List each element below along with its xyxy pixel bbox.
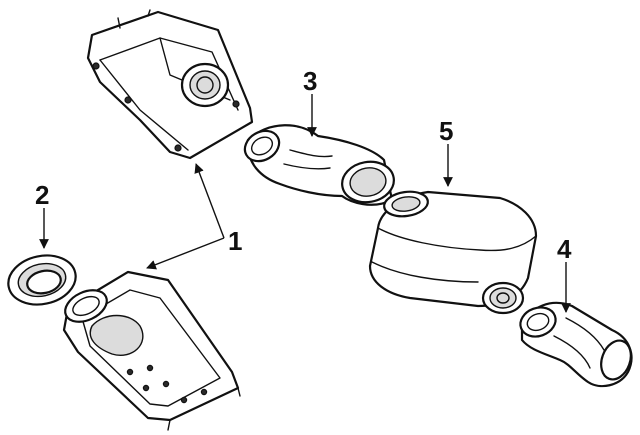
air-cleaner-upper-housing xyxy=(86,9,254,160)
intake-duct xyxy=(243,124,395,206)
callout-1: 1 xyxy=(228,226,242,256)
callout-2: 2 xyxy=(35,180,49,210)
callout-3: 3 xyxy=(303,66,317,96)
outlet-elbow xyxy=(519,301,633,388)
leader-lines xyxy=(39,94,571,313)
filter-canister xyxy=(368,190,538,315)
callout-5: 5 xyxy=(439,116,453,146)
seal-ring xyxy=(7,254,77,306)
air-cleaner-lower-housing xyxy=(62,270,241,431)
callout-4: 4 xyxy=(557,234,572,264)
